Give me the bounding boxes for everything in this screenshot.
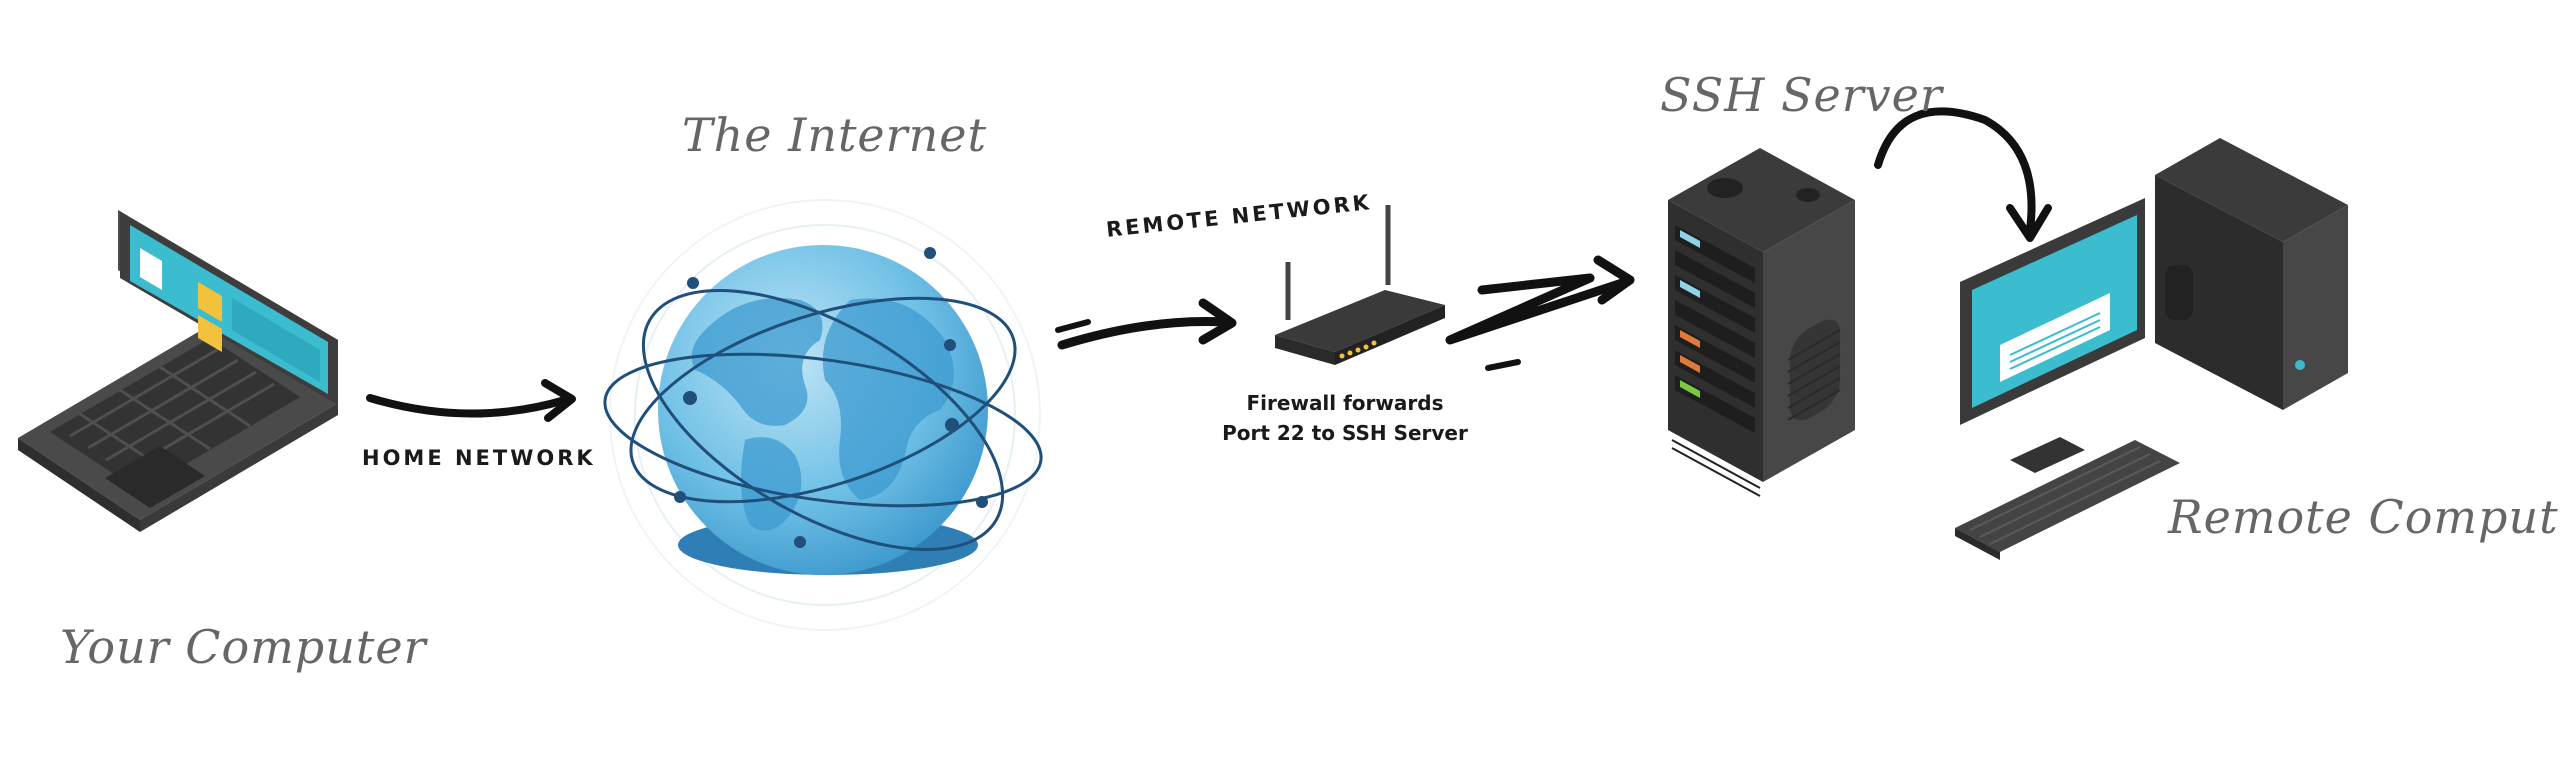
label-the-internet: The Internet [682,108,987,162]
router-icon [1275,205,1445,365]
firewall-line-1: Firewall forwards [1246,391,1444,415]
label-remote-computer: Remote Computer [2168,490,2560,544]
label-firewall-note: Firewall forwards Port 22 to SSH Server [1215,388,1475,448]
desktop-computer-icon [1955,138,2348,560]
label-home-network: HOME NETWORK [362,446,596,470]
arrow-home-network [366,379,576,422]
arrow-router-to-server [1445,255,1635,371]
label-your-computer: Your Computer [60,620,427,674]
globe-icon [603,199,1043,631]
arrow-server-to-desktop [1874,107,2052,242]
arrow-remote-network [1055,298,1237,350]
firewall-line-2: Port 22 to SSH Server [1222,421,1468,445]
server-rack-icon [1668,148,1855,497]
label-ssh-server: SSH Server [1660,68,1943,122]
